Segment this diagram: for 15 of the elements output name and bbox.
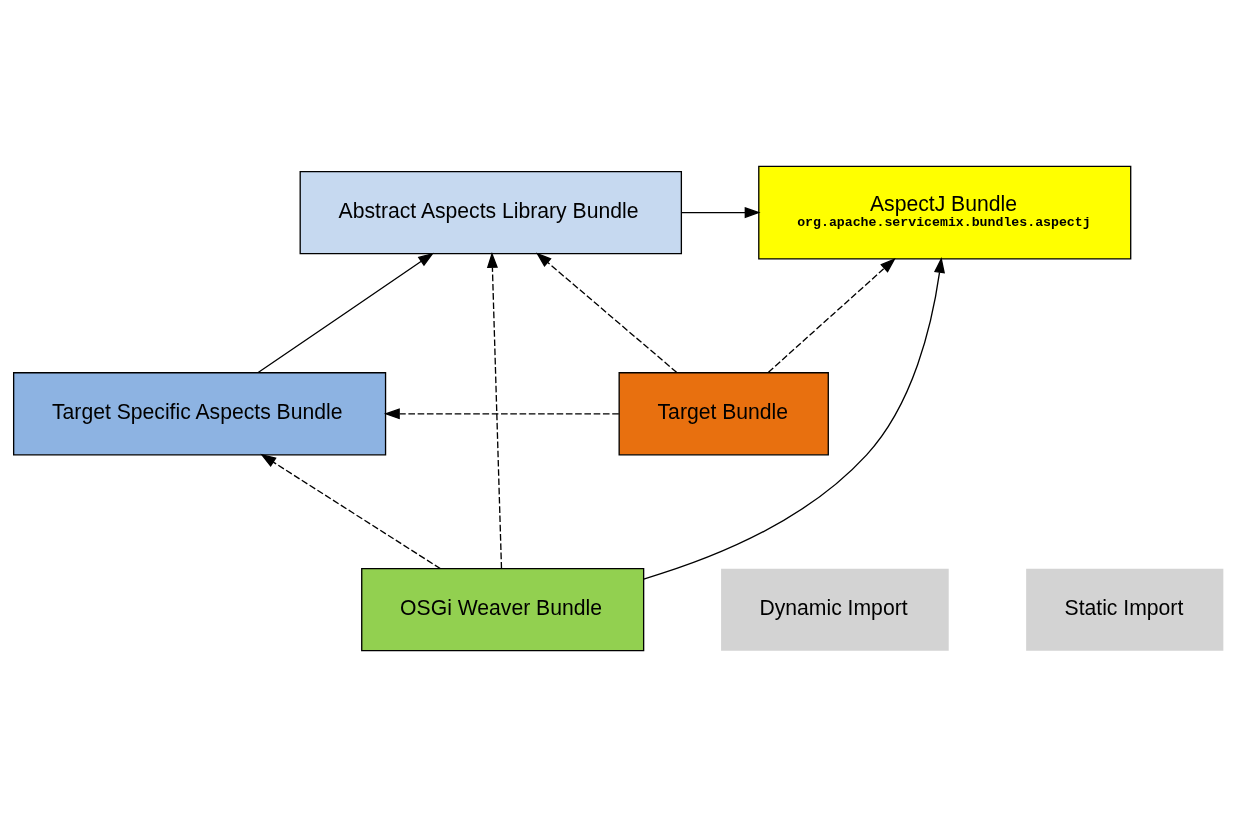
arrow — [260, 453, 441, 570]
legend-label: Dynamic Import — [759, 595, 908, 619]
node-box: Target Specific Aspects Bundle — [13, 372, 387, 456]
arrow — [680, 207, 761, 219]
arrow — [535, 252, 678, 373]
arrow — [383, 408, 620, 420]
arrow — [486, 252, 503, 570]
arrow — [767, 257, 896, 373]
node-box: Abstract Aspects Library Bundle — [299, 170, 683, 255]
node-box: OSGi Weaver Bundle — [361, 568, 645, 652]
arrow — [643, 257, 945, 580]
arrow — [257, 252, 434, 374]
node-box: Target Bundle — [618, 372, 829, 456]
legend-label: Static Import — [1064, 595, 1184, 619]
node-box: AspectJ Bundle org.apache.servicemix.bundles.aspectj — [758, 165, 1132, 260]
